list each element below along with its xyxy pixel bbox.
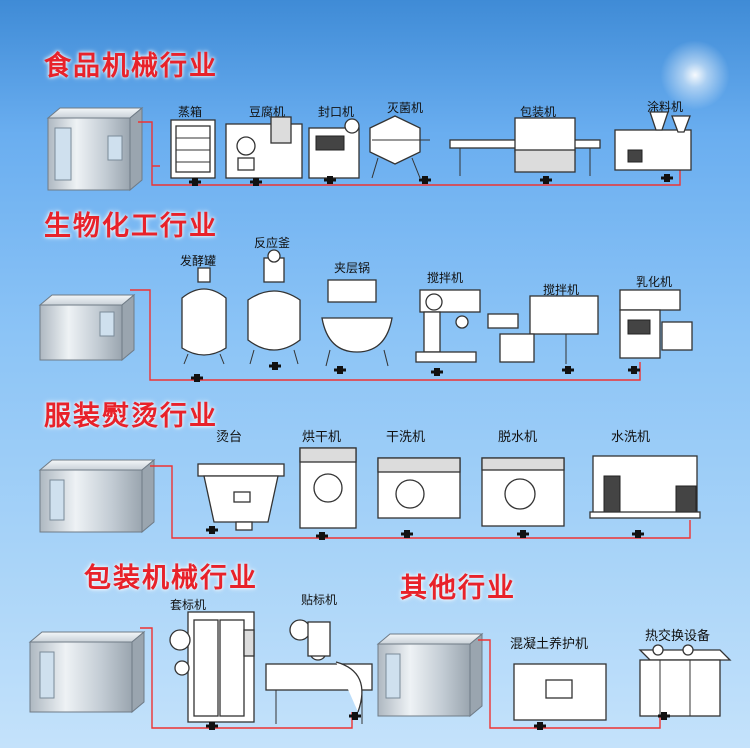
label-labeler: 贴标机 <box>301 593 338 607</box>
row1-machines <box>170 111 692 179</box>
label-mixer-2: 搅拌机 <box>543 283 580 297</box>
sun-glow <box>660 40 730 110</box>
boiler-unit-icon <box>46 106 144 192</box>
label-ironing-table: 烫台 <box>216 430 243 445</box>
row2-valves <box>191 362 640 382</box>
label-dry-cleaner: 干洗机 <box>386 430 426 445</box>
label-heat-exchanger: 热交换设备 <box>645 629 711 644</box>
label-washer: 水洗机 <box>611 430 651 445</box>
row2-machines <box>181 249 693 367</box>
label-dryer: 烘干机 <box>302 430 342 445</box>
row3-machines <box>197 447 701 531</box>
pipe-row-3 <box>150 465 691 539</box>
label-sealer: 封口机 <box>318 105 355 119</box>
row4-left-machines <box>169 611 373 724</box>
pipe-row-2 <box>130 289 641 381</box>
label-spin-dryer: 脱水机 <box>498 430 538 445</box>
pipe-row-1 <box>138 121 681 186</box>
pipe-row-4-left <box>140 627 353 729</box>
label-sleeve-labeler: 套标机 <box>170 598 207 612</box>
label-fermenter: 发酵罐 <box>180 254 217 268</box>
row4-right-machines <box>513 644 732 721</box>
label-concrete-curing: 混凝土养护机 <box>510 637 589 652</box>
heading-food-machinery: 食品机械行业 <box>44 51 218 82</box>
label-jacketed-kettle: 夹层锅 <box>334 261 371 275</box>
heading-garment-ironing: 服装熨烫行业 <box>44 401 218 432</box>
label-tofu-machine: 豆腐机 <box>249 105 286 119</box>
label-sterilizer: 灭菌机 <box>387 101 424 115</box>
pipe-row-4-right <box>478 639 661 729</box>
label-coater: 涂料机 <box>647 100 684 114</box>
boiler-unit-icon <box>28 630 146 714</box>
label-emulsifier: 乳化机 <box>636 275 673 289</box>
label-reactor: 反应釜 <box>254 236 291 250</box>
boiler-unit-icon <box>38 458 156 534</box>
heading-other-industries: 其他行业 <box>400 573 516 604</box>
boiler-unit-icon <box>376 632 484 718</box>
heading-packaging-machinery: 包装机械行业 <box>84 563 258 594</box>
label-mixer-1: 搅拌机 <box>427 271 464 285</box>
boiler-unit-icon <box>38 293 136 362</box>
heading-bio-chemical: 生物化工行业 <box>44 211 218 242</box>
label-steamer: 蒸箱 <box>178 105 203 119</box>
label-packing-machine: 包装机 <box>520 105 557 119</box>
